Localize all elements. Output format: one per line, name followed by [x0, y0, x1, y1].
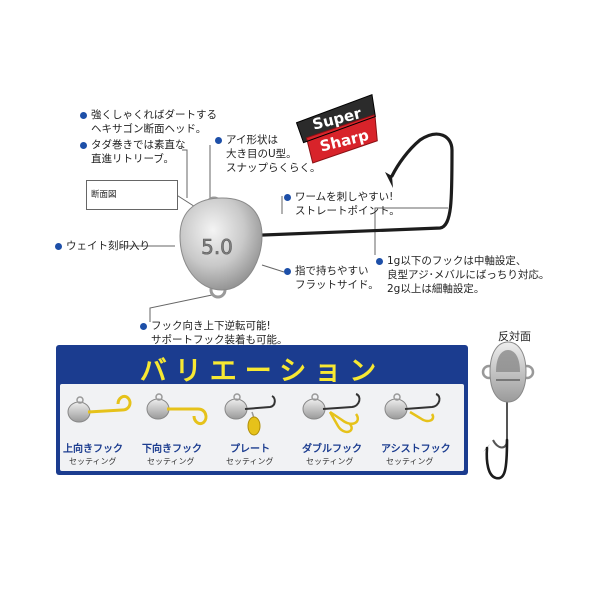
- super-sharp-badge: [295, 93, 378, 164]
- note-bullet: [55, 243, 62, 250]
- leader-hook-wire: [374, 207, 448, 255]
- note-line: タダ巻きでは素直な: [91, 139, 186, 151]
- variation-sub: セッティング: [226, 457, 274, 466]
- note-bullet: [284, 268, 291, 275]
- note-line: 1g以下のフックは中軸設定、: [387, 255, 527, 267]
- note-bullet: [140, 323, 147, 330]
- variation-label: アシストフック: [381, 444, 451, 455]
- variations-title: バリエーション: [139, 356, 385, 387]
- hook-point-icon: [385, 172, 393, 188]
- variation-downward-hook-icon: [146, 393, 208, 426]
- note-line: ウェイト刻印入り: [66, 240, 150, 252]
- note-line: 指で持ちやすい: [295, 265, 369, 277]
- variation-label: 上向きフック: [63, 444, 123, 455]
- note-straight-point: ワームを刺しやすい! ストレートポイント。: [295, 190, 400, 218]
- note-line: ヘキサゴン断面ヘッド。: [91, 123, 207, 135]
- leader-reversible: [149, 294, 213, 322]
- weight-marking: 5.0: [201, 235, 233, 259]
- variation-plate-icon: [224, 393, 276, 436]
- note-line: 2g以上は細軸設定。: [387, 283, 485, 295]
- note-bullet: [215, 137, 222, 144]
- note-straight-retrieve: タダ巻きでは素直な 直進リトリーブ。: [91, 138, 186, 166]
- leader-flat-side: [261, 264, 285, 273]
- reverse-hook-icon: [485, 438, 509, 480]
- note-hexagon-head: 強くしゃくればダートする ヘキサゴン断面ヘッド。: [91, 108, 217, 136]
- cross-section-box: [86, 180, 178, 210]
- reverse-side-label: 反対面: [498, 330, 531, 343]
- note-bullet: [80, 112, 87, 119]
- note-line: 大き目のU型。: [226, 148, 297, 160]
- variation-sub: セッティング: [306, 457, 354, 466]
- note-line: ストレートポイント。: [295, 205, 400, 217]
- leader-lines: [120, 145, 448, 322]
- note-line: サポートフック装着も可能。: [151, 334, 288, 346]
- note-bullet: [376, 258, 383, 265]
- variation-upward-hook-icon: [67, 394, 132, 423]
- main-hook-icon: [236, 132, 454, 238]
- variation-double-hook-icon: [302, 393, 361, 434]
- note-reversible: フック向き上下逆転可能! サポートフック装着も可能。: [151, 319, 288, 347]
- note-bullet: [284, 194, 291, 201]
- note-bullet: [80, 142, 87, 149]
- variation-sub: セッティング: [69, 457, 117, 466]
- variation-sub: セッティング: [147, 457, 195, 466]
- cross-section-label: 断面図: [91, 190, 117, 200]
- note-line: フック向き上下逆転可能!: [151, 320, 271, 332]
- note-line: アイ形状は: [226, 134, 278, 146]
- note-weight-mark: ウェイト刻印入り: [66, 239, 150, 253]
- note-wire-gauge: 1g以下のフックは中軸設定、 良型アジ･メバルにばっちり対応。 2g以上は細軸設…: [387, 254, 549, 296]
- leader-hexagon: [182, 149, 188, 198]
- variation-label: ダブルフック: [302, 444, 362, 455]
- note-line: 直進リトリーブ。: [91, 153, 175, 165]
- variation-label: 下向きフック: [142, 444, 202, 455]
- note-line: 強くしゃくればダートする: [91, 109, 217, 121]
- note-eye-shape: アイ形状は 大き目のU型。 スナップらくらく。: [226, 133, 321, 175]
- variation-assist-hook-icon: [384, 393, 441, 423]
- note-flat-side: 指で持ちやすい フラットサイド。: [295, 264, 379, 292]
- note-line: ワームを刺しやすい!: [295, 191, 394, 203]
- note-line: スナップらくらく。: [226, 162, 321, 174]
- note-line: 良型アジ･メバルにばっちり対応。: [387, 269, 550, 281]
- variation-label: プレート: [230, 444, 270, 455]
- variation-sub: セッティング: [386, 457, 434, 466]
- jighead-body: [179, 197, 263, 291]
- note-line: フラットサイド。: [295, 279, 379, 291]
